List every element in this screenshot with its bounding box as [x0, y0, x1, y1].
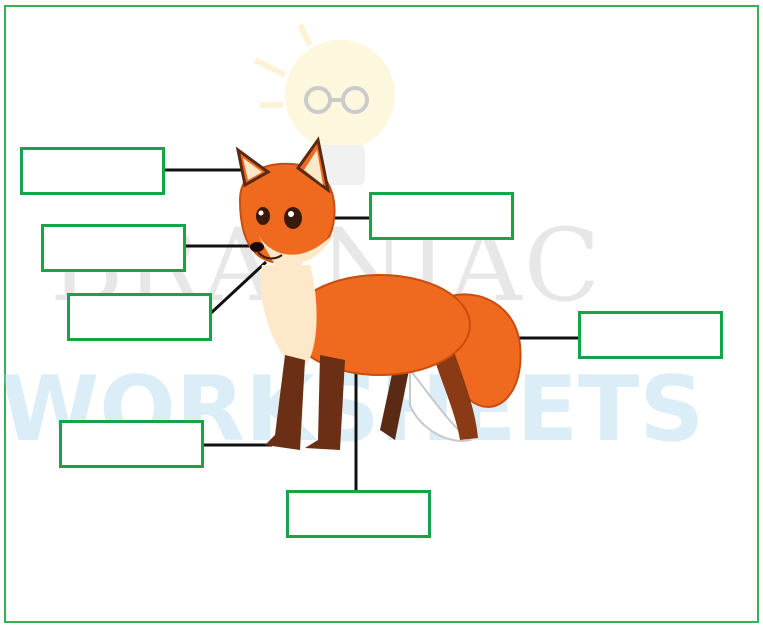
mouth-connector [211, 262, 266, 313]
label-box-tail[interactable] [578, 311, 723, 359]
label-box-nose[interactable] [41, 224, 186, 272]
label-box-ear[interactable] [20, 147, 165, 195]
fox-illustration [238, 140, 521, 450]
label-box-mouth[interactable] [67, 293, 212, 341]
label-box-paw[interactable] [59, 420, 204, 468]
label-box-eye[interactable] [369, 192, 514, 240]
label-box-leg[interactable] [286, 490, 431, 538]
